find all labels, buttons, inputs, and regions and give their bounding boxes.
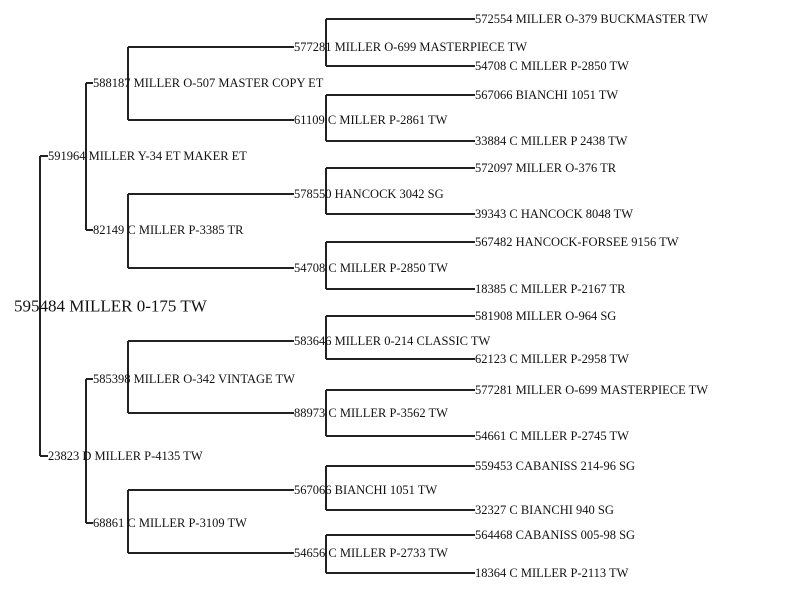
great-great-grandparent-node: 54661 C MILLER P-2745 TW [475, 429, 629, 443]
maternal-grandsire-node: 585398 MILLER O-342 VINTAGE TW [93, 372, 295, 386]
great-grandparent-node: 54708 C MILLER P-2850 TW [294, 261, 448, 275]
great-grandparent-node: 88973 C MILLER P-3562 TW [294, 406, 448, 420]
great-great-grandparent-node: 572097 MILLER O-376 TR [475, 161, 617, 175]
paternal-grandsire-node: 588187 MILLER O-507 MASTER COPY ET [93, 76, 324, 90]
paternal-granddam-node: 82149 C MILLER P-3385 TR [93, 223, 244, 237]
great-great-grandparent-node: 39343 C HANCOCK 8048 TW [475, 207, 634, 221]
great-great-grandparent-node: 62123 C MILLER P-2958 TW [475, 352, 629, 366]
sire-node: 591964 MILLER Y-34 ET MAKER ET [48, 149, 247, 163]
great-grandparent-node: 577281 MILLER O-699 MASTERPIECE TW [294, 40, 528, 54]
great-great-grandparent-node: 18385 C MILLER P-2167 TR [475, 282, 626, 296]
great-grandparent-node: 61109 C MILLER P-2861 TW [294, 113, 448, 127]
great-great-grandparent-node: 33884 C MILLER P 2438 TW [475, 134, 628, 148]
animal-node: 595484 MILLER 0-175 TW [14, 296, 207, 316]
dam-node: 23823 D MILLER P-4135 TW [48, 449, 203, 463]
great-great-grandparent-node: 577281 MILLER O-699 MASTERPIECE TW [475, 383, 709, 397]
great-grandparent-node: 54656 C MILLER P-2733 TW [294, 546, 448, 560]
great-great-grandparent-node: 559453 CABANISS 214-96 SG [475, 459, 636, 473]
great-grandparent-node: 578550 HANCOCK 3042 SG [294, 187, 444, 201]
great-great-grandparent-node: 567066 BIANCHI 1051 TW [475, 88, 619, 102]
great-grandparent-node: 583646 MILLER 0-214 CLASSIC TW [294, 334, 491, 348]
great-great-grandparent-node: 18364 C MILLER P-2113 TW [475, 566, 629, 580]
great-great-grandparent-node: 54708 C MILLER P-2850 TW [475, 59, 629, 73]
great-great-grandparent-node: 572554 MILLER O-379 BUCKMASTER TW [475, 12, 709, 26]
great-great-grandparent-node: 32327 C BIANCHI 940 SG [475, 503, 614, 517]
great-grandparent-node: 567066 BIANCHI 1051 TW [294, 483, 438, 497]
great-great-grandparent-node: 564468 CABANISS 005-98 SG [475, 528, 636, 542]
great-great-grandparent-node: 581908 MILLER O-964 SG [475, 309, 617, 323]
maternal-granddam-node: 68861 C MILLER P-3109 TW [93, 516, 247, 530]
great-great-grandparent-node: 567482 HANCOCK-FORSEE 9156 TW [475, 235, 679, 249]
